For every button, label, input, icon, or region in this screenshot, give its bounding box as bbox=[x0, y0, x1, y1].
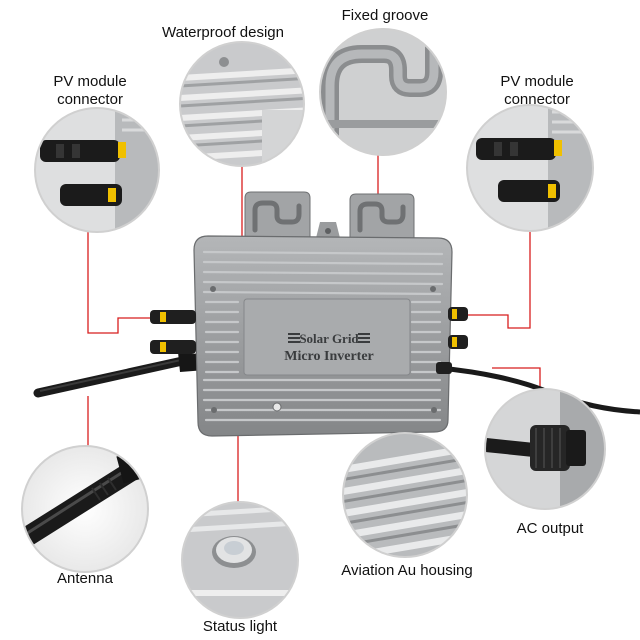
antenna bbox=[33, 352, 206, 398]
callout-line-pv-right bbox=[458, 231, 531, 329]
detail-circle-waterproof bbox=[179, 41, 305, 167]
label-waterproof-design: Waterproof design bbox=[161, 24, 284, 41]
label-pv-left-line-2: connector bbox=[57, 91, 123, 108]
detail-circle-aviation bbox=[342, 432, 468, 558]
detail-circle-fixed-groove bbox=[319, 28, 447, 156]
status-led bbox=[272, 402, 282, 412]
brand-line-2: Micro Inverter bbox=[284, 349, 374, 364]
detail-circle-antenna bbox=[21, 445, 149, 573]
pv-connectors-left bbox=[150, 310, 196, 354]
label-fixed-groove: Fixed groove bbox=[341, 7, 429, 24]
callout-line-ac-output bbox=[492, 367, 541, 389]
label-ac-output: AC output bbox=[516, 520, 584, 537]
brand-mark bbox=[288, 333, 370, 343]
label-antenna: Antenna bbox=[57, 570, 113, 587]
label-pv-right-line-2: connector bbox=[504, 91, 570, 108]
label-pv-module-connector-right: PV module connector bbox=[482, 73, 592, 109]
detail-circle-pv-left bbox=[34, 107, 160, 233]
callout-line-pv-left bbox=[87, 232, 162, 334]
pv-connectors-right bbox=[436, 307, 468, 374]
detail-circle-pv-right bbox=[466, 104, 594, 232]
label-status-light: Status light bbox=[202, 618, 278, 635]
label-pv-right-line-1: PV module bbox=[500, 73, 574, 90]
label-pv-left-line-1: PV module bbox=[53, 73, 127, 90]
detail-circle-status-light bbox=[181, 501, 299, 619]
label-pv-module-connector-left: PV module connector bbox=[35, 73, 145, 109]
inverter-housing bbox=[193, 191, 453, 437]
label-aviation-au-housing: Aviation Au housing bbox=[341, 562, 473, 579]
brand-line-1: Solar Grid bbox=[299, 331, 359, 346]
